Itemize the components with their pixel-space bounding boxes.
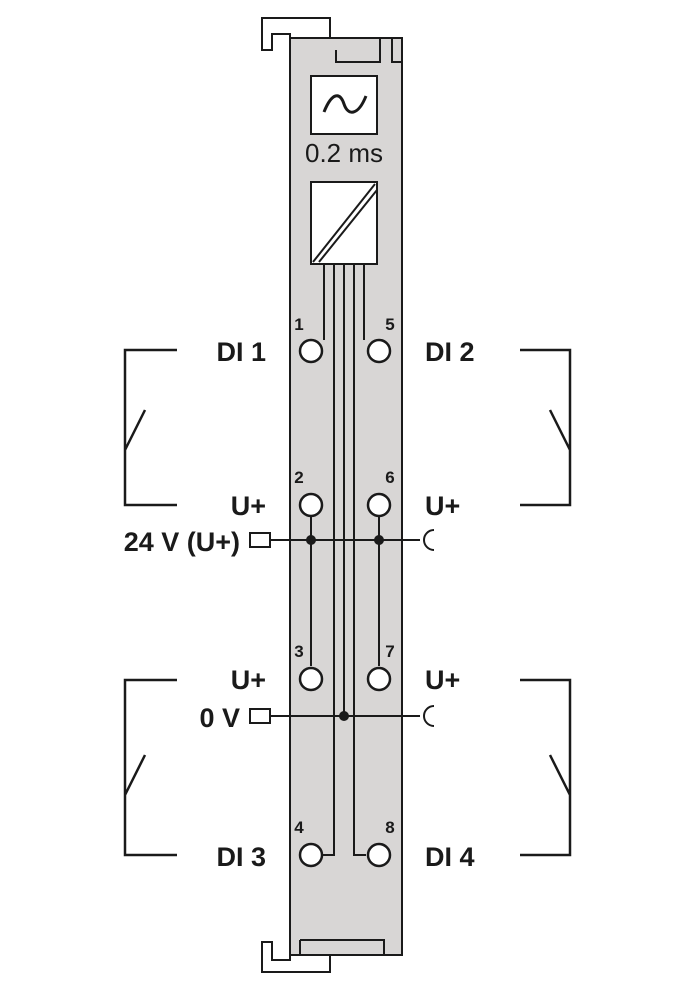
supply-24v-socket (423, 529, 435, 551)
terminals (298, 338, 392, 868)
terminal-5 (366, 338, 392, 364)
terminal-2 (298, 492, 324, 518)
junction-0v (339, 711, 349, 721)
terminal-7 (366, 666, 392, 692)
terminal-8 (366, 842, 392, 868)
junction-24v-right (374, 535, 384, 545)
terminal-label-u-2: U+ (231, 491, 266, 521)
terminal-label-di4: DI 4 (425, 842, 475, 872)
terminal-number-2: 2 (294, 468, 303, 487)
supply-0v-socket (423, 705, 435, 727)
terminal-label-di3: DI 3 (216, 842, 266, 872)
terminal-3 (298, 666, 324, 692)
supply-24v-label: 24 V (U+) (124, 527, 240, 557)
wire-di4 (353, 264, 366, 856)
terminal-number-3: 3 (294, 642, 303, 661)
top-clip-left (261, 17, 331, 51)
supply-24v-plug (249, 532, 271, 548)
terminal-4 (298, 842, 324, 868)
terminal-number-4: 4 (294, 818, 304, 837)
terminal-number-8: 8 (385, 818, 394, 837)
terminal-label-u-7: U+ (425, 665, 460, 695)
switch-di1 (123, 348, 177, 507)
terminal-number-5: 5 (385, 315, 394, 334)
signal-converter-icon (312, 183, 376, 263)
junctions (306, 535, 384, 721)
supply-0v-plug (249, 708, 271, 724)
terminal-label-di1: DI 1 (216, 337, 266, 367)
switch-di3 (123, 678, 177, 857)
bottom-clip-left (261, 941, 331, 973)
switch-di4 (520, 678, 572, 857)
terminal-label-u-3: U+ (231, 665, 266, 695)
switch-di2 (520, 348, 572, 507)
module-housing (261, 17, 403, 973)
internal-wiring (270, 264, 420, 856)
external-switches (123, 348, 572, 857)
converter-diagonal-2 (318, 189, 378, 263)
bottom-clip-right (300, 939, 385, 955)
junction-24v-left (306, 535, 316, 545)
tilde-filter-icon (322, 94, 368, 114)
terminal-number-7: 7 (385, 642, 394, 661)
top-clip-right (335, 37, 403, 63)
terminal-label-u-6: U+ (425, 491, 460, 521)
module-body (289, 37, 403, 956)
supply-0v-label: 0 V (199, 703, 240, 733)
terminal-1 (298, 338, 324, 364)
terminal-label-di2: DI 2 (425, 337, 475, 367)
terminal-number-1: 1 (294, 315, 303, 334)
terminal-number-6: 6 (385, 468, 394, 487)
terminal-6 (366, 492, 392, 518)
wire-di3 (323, 264, 335, 856)
filter-time-label: 0.2 ms (305, 138, 383, 168)
